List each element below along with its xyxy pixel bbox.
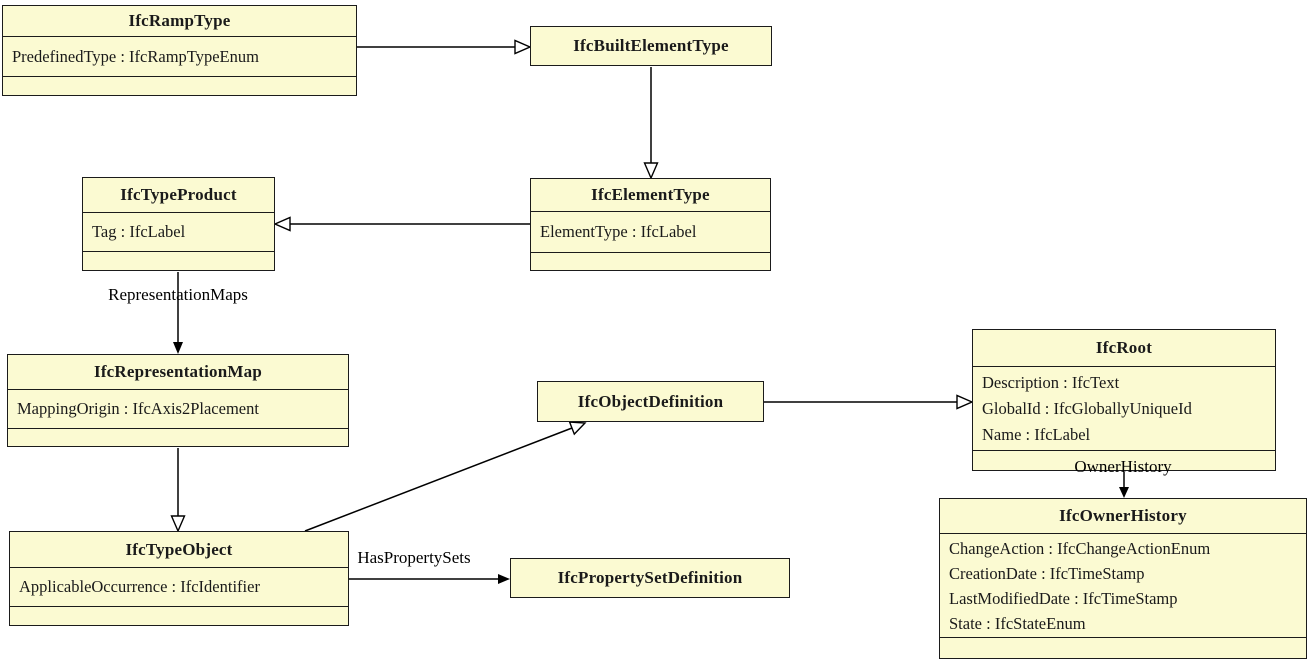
edge-ifcobjectdefinition-to-ifcroot	[764, 394, 974, 410]
class-operations-empty	[973, 450, 1275, 470]
edge-haspropertysets	[349, 574, 510, 584]
class-attributes: Description : IfcText GlobalId : IfcGlob…	[973, 366, 1275, 450]
class-attributes: MappingOrigin : IfcAxis2Placement	[8, 389, 348, 428]
edge-ifcbuiltelementtype-to-ifcelementtype	[643, 67, 659, 180]
class-box-ifcrepresentationmap[interactable]: IfcRepresentationMap MappingOrigin : Ifc…	[7, 354, 349, 447]
edge-ownerhistory	[1119, 472, 1129, 498]
class-operations-empty	[8, 428, 348, 446]
class-title: IfcPropertySetDefinition	[557, 568, 743, 587]
class-attribute: MappingOrigin : IfcAxis2Placement	[17, 399, 259, 418]
class-attribute: ApplicableOccurrence : IfcIdentifier	[19, 577, 260, 596]
edge-ifcrepresentationmap-to-ifctypeobject	[170, 448, 186, 533]
edge-representationmaps	[173, 272, 183, 354]
class-attributes: Tag : IfcLabel	[83, 212, 274, 251]
inheritance-arrowhead-icon	[643, 162, 659, 180]
class-box-ifcramptype[interactable]: IfcRampType PredefinedType : IfcRampType…	[2, 5, 357, 96]
class-operations-empty	[3, 76, 356, 95]
class-attribute: Tag : IfcLabel	[92, 222, 186, 241]
edge-ifcramptype-to-ifcbuiltelementtype	[357, 39, 532, 55]
class-title: IfcRampType	[128, 11, 231, 30]
class-attribute: ElementType : IfcLabel	[540, 222, 697, 241]
attribute-arrowhead-icon	[173, 342, 183, 354]
class-attributes: ApplicableOccurrence : IfcIdentifier	[10, 567, 348, 606]
class-box-ifctypeproduct[interactable]: IfcTypeProduct Tag : IfcLabel	[82, 177, 275, 271]
class-operations-empty	[10, 606, 348, 625]
class-attribute: State : IfcStateEnum	[949, 613, 1086, 633]
class-title: IfcOwnerHistory	[1059, 506, 1187, 525]
inheritance-arrowhead-icon	[273, 216, 291, 232]
class-title: IfcRepresentationMap	[94, 362, 262, 381]
class-attribute: Description : IfcText	[982, 372, 1120, 392]
class-attribute: LastModifiedDate : IfcTimeStamp	[949, 588, 1178, 608]
class-title: IfcTypeProduct	[120, 185, 237, 204]
class-attributes: ChangeAction : IfcChangeActionEnum Creat…	[940, 533, 1306, 637]
class-title: IfcObjectDefinition	[577, 392, 724, 411]
class-attributes: ElementType : IfcLabel	[531, 211, 770, 252]
attribute-arrowhead-icon	[1119, 487, 1129, 498]
class-operations-empty	[531, 252, 770, 270]
class-box-ifcobjectdefinition[interactable]: IfcObjectDefinition	[537, 381, 764, 422]
class-box-ifcownerhistory[interactable]: IfcOwnerHistory ChangeAction : IfcChange…	[939, 498, 1307, 659]
class-attribute: GlobalId : IfcGloballyUniqueId	[982, 398, 1192, 418]
class-box-ifctypeobject[interactable]: IfcTypeObject ApplicableOccurrence : Ifc…	[9, 531, 349, 626]
class-box-ifcelementtype[interactable]: IfcElementType ElementType : IfcLabel	[530, 178, 771, 271]
class-box-ifcroot[interactable]: IfcRoot Description : IfcText GlobalId :…	[972, 329, 1276, 471]
class-attribute: CreationDate : IfcTimeStamp	[949, 563, 1145, 583]
class-box-ifcbuiltelementtype[interactable]: IfcBuiltElementType	[530, 26, 772, 66]
class-title: IfcRoot	[1095, 338, 1153, 357]
class-title: IfcTypeObject	[125, 540, 233, 559]
class-title: IfcElementType	[591, 185, 710, 204]
class-operations-empty	[83, 251, 274, 270]
inheritance-arrowhead-icon	[170, 515, 186, 533]
edge-ifctypeobject-to-ifcobjectdefinition	[304, 421, 587, 532]
class-operations-empty	[940, 637, 1306, 658]
class-title: IfcBuiltElementType	[573, 36, 729, 55]
class-attribute: Name : IfcLabel	[982, 424, 1091, 444]
class-box-ifcpropertysetdefinition[interactable]: IfcPropertySetDefinition	[510, 558, 790, 598]
class-attribute: PredefinedType : IfcRampTypeEnum	[12, 46, 259, 66]
inheritance-arrowhead-icon	[956, 394, 974, 410]
inheritance-arrowhead-icon	[568, 421, 587, 436]
inheritance-arrowhead-icon	[514, 39, 532, 55]
edge-ifcelementtype-to-ifctypeproduct	[273, 216, 530, 232]
class-attribute: ChangeAction : IfcChangeActionEnum	[949, 538, 1211, 558]
class-attributes: PredefinedType : IfcRampTypeEnum	[3, 36, 356, 76]
attribute-arrowhead-icon	[498, 574, 510, 584]
